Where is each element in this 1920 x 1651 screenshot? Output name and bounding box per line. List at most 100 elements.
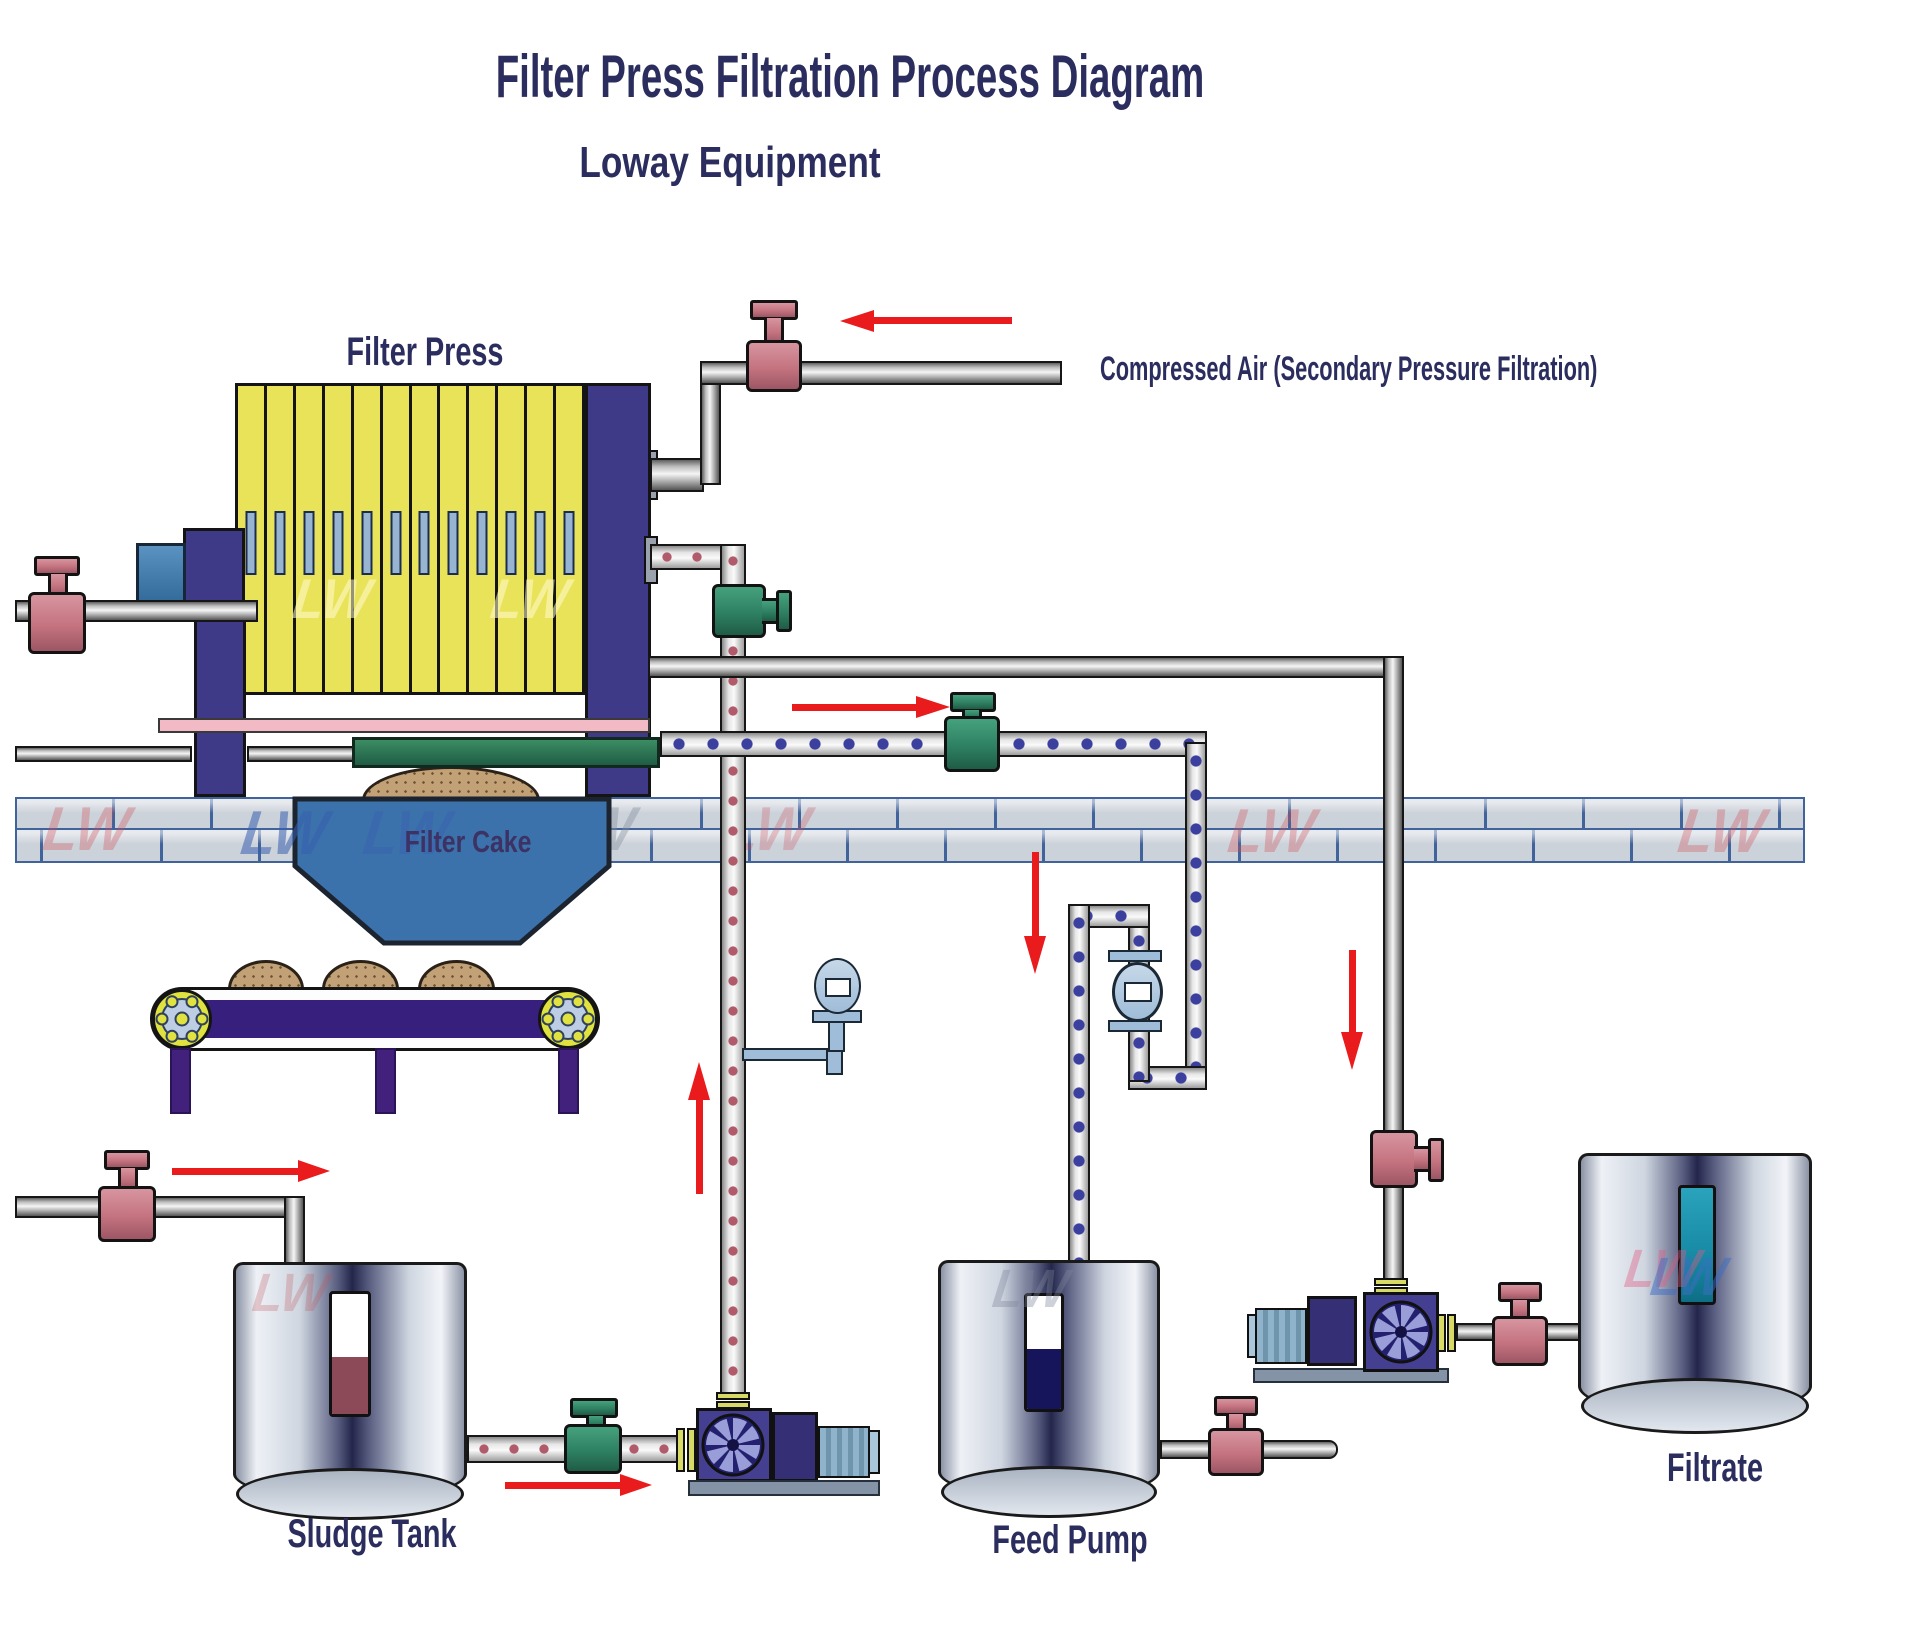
press-plate — [440, 386, 467, 692]
plate-slot — [505, 511, 517, 575]
feed-line-downpipe — [1185, 742, 1207, 1090]
feed-pump-motor-cap — [868, 1430, 880, 1474]
pump-inlet-flange — [676, 1428, 685, 1472]
filtrate-flow-arrow — [1349, 950, 1356, 1034]
filtrate-header-pipe — [648, 656, 1403, 678]
feed-level — [1027, 1349, 1061, 1409]
conveyor-wheel — [538, 989, 598, 1049]
sludge-level — [332, 1357, 368, 1414]
compressed-air-flow-arrow — [870, 317, 1012, 324]
feed-pump-label: Feed Pump — [992, 1518, 1148, 1562]
press-plate — [382, 386, 409, 692]
feed-tank-flow-arrow — [1032, 852, 1039, 938]
press-end-plate-right — [585, 383, 651, 797]
compressed-air-valve-stem — [764, 318, 784, 344]
compressed-air-valve-handle — [750, 300, 798, 320]
conveyor-cake — [228, 960, 304, 989]
feed-line-pipe — [660, 731, 1207, 757]
filter-press-label: Filter Press — [346, 330, 504, 374]
sludge-outlet-valve-handle — [570, 1398, 618, 1418]
sludge-inlet-valve — [98, 1186, 156, 1242]
compressed-air-flow-arrow-head — [840, 310, 874, 332]
sludge-outlet-flow-arrow-head — [620, 1474, 652, 1496]
riser-valve — [712, 584, 766, 638]
feed-tank-outlet-valve-handle — [1214, 1396, 1258, 1416]
sludge-inlet-valve-stem — [118, 1168, 138, 1188]
sludge-inlet-flow-arrow-head — [298, 1160, 330, 1182]
lw-watermark: LW — [237, 799, 332, 868]
press-hydraulic-bar — [158, 718, 650, 733]
filtrate-inlet-valve-handle — [1498, 1282, 1542, 1302]
drain-valve — [28, 592, 86, 654]
press-discharge-manifold — [352, 737, 660, 768]
conveyor-leg — [558, 1048, 579, 1114]
lw-watermark: LW — [989, 1259, 1072, 1319]
plate-slot — [476, 511, 488, 575]
plate-slot — [303, 511, 315, 575]
filter-cake-pile — [362, 766, 540, 800]
lw-watermark: LW — [1224, 797, 1319, 866]
pump-inlet-flange — [687, 1428, 696, 1472]
filtrate-tank-bottom — [1581, 1378, 1809, 1434]
riser-valve-handle — [776, 590, 792, 632]
press-plate — [324, 386, 351, 692]
plate-slot — [534, 511, 546, 575]
feed-tank-outlet-valve-stem — [1226, 1414, 1246, 1430]
plate-slot — [245, 511, 257, 575]
filtrate-inlet-valve-stem — [1510, 1300, 1530, 1318]
feed-pump-motor — [818, 1426, 870, 1478]
sludge-outlet-valve — [564, 1424, 622, 1474]
plate-slot — [563, 511, 575, 575]
press-plate — [498, 386, 525, 692]
filtrate-tank-sight-glass — [1678, 1185, 1716, 1305]
flow-meter-flange — [1108, 950, 1162, 962]
feed-tank-bottom — [941, 1466, 1157, 1518]
press-plate — [353, 386, 380, 692]
conveyor-leg — [375, 1048, 396, 1114]
feed-pump-impeller — [701, 1413, 765, 1477]
filtrate-downpipe-valve — [1370, 1130, 1418, 1188]
pressure-gauge-screen — [825, 978, 851, 997]
sludge-tank-sight-glass — [329, 1291, 371, 1417]
plate-slot — [447, 511, 459, 575]
sludge-tank-bottom — [236, 1468, 464, 1520]
sludge-inlet-elbow — [284, 1196, 305, 1266]
filtrate-pump-top-flange — [1374, 1278, 1408, 1286]
lw-watermark: LW — [249, 1263, 332, 1323]
feed-line-flow-arrow — [792, 704, 918, 711]
plate-slot — [332, 511, 344, 575]
press-plate — [266, 386, 293, 692]
filtrate-downpipe-valve-stem — [1414, 1146, 1430, 1172]
plate-slot — [361, 511, 373, 575]
press-plate — [411, 386, 438, 692]
conveyor-band — [204, 1000, 546, 1038]
pump-outlet-flange — [716, 1392, 750, 1400]
lw-watermark: LW — [1647, 1247, 1730, 1307]
press-plate — [295, 386, 322, 692]
filtrate-inlet-valve — [1492, 1316, 1548, 1366]
press-plate — [527, 386, 554, 692]
feed-line-flow-arrow-head — [916, 696, 950, 718]
lw-watermark: LW — [289, 567, 375, 630]
filtrate-downpipe — [1383, 656, 1404, 1284]
cake-hopper — [292, 796, 612, 946]
drain-valve-stem — [48, 574, 68, 596]
riser-flow-arrow — [696, 1098, 703, 1194]
feed-pump-coupling — [772, 1412, 818, 1482]
filtrate-pump-outlet-flange — [1447, 1314, 1456, 1352]
press-plate — [556, 386, 583, 692]
press-head-bracket-left — [183, 528, 245, 614]
filtrate-pump-coupling — [1307, 1296, 1357, 1366]
riser-flow-arrow-head — [688, 1062, 710, 1100]
conveyor-cake — [418, 960, 495, 989]
feed-line-valve-handle — [950, 692, 996, 712]
flow-meter-screen — [1124, 982, 1152, 1002]
pressure-gauge-elbow — [826, 1048, 843, 1075]
filter-press-plates — [235, 383, 585, 695]
feed-tank-outlet-valve — [1208, 1428, 1264, 1476]
conveyor-wheel — [152, 989, 212, 1049]
press-top-port-stub — [650, 458, 704, 492]
compressed-air-label: Compressed Air (Secondary Pressure Filtr… — [1100, 350, 1598, 388]
lw-watermark: LW — [487, 567, 573, 630]
